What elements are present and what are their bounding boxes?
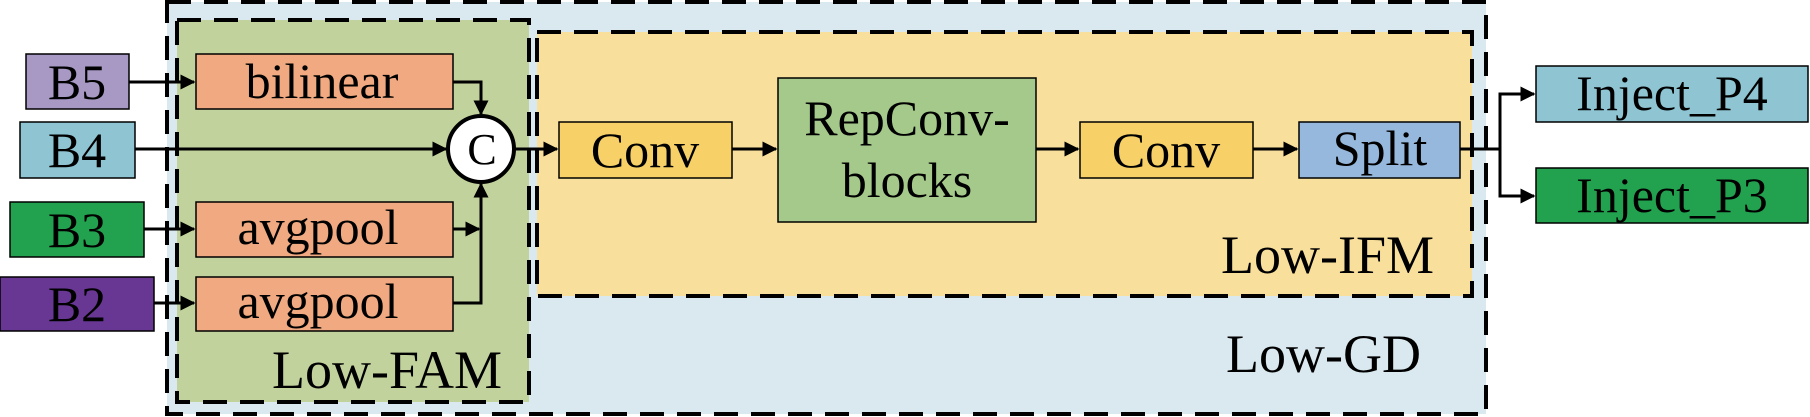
repconv-blocks: RepConv- blocks — [777, 77, 1037, 223]
output-inject-p4: Inject_P4 — [1535, 65, 1809, 123]
avgpool-label-b3: avgpool — [237, 199, 398, 255]
arrow-bilinear-concat — [453, 80, 489, 116]
split-label: Split — [1333, 120, 1428, 176]
repconv-label-line1: RepConv- — [804, 90, 1010, 146]
input-b3: B3 — [9, 201, 145, 258]
input-b5-label: B5 — [48, 54, 106, 110]
arrow-split-inject-p4 — [1498, 86, 1536, 149]
input-b2: B2 — [0, 276, 155, 332]
output-inject-p3: Inject_P3 — [1535, 167, 1809, 224]
low-fam-label: Low-FAM — [272, 340, 502, 400]
low-ifm-label: Low-IFM — [1221, 225, 1434, 285]
avgpool-block-b3: avgpool — [195, 199, 454, 258]
input-b2-label: B2 — [48, 276, 106, 332]
bilinear-block: bilinear — [195, 53, 454, 110]
line-avgpool-b2-concat — [453, 182, 489, 305]
avgpool-block-b2: avgpool — [195, 273, 454, 332]
inject-p4-label: Inject_P4 — [1576, 65, 1768, 121]
inject-p3-label: Inject_P3 — [1576, 167, 1768, 223]
avgpool-label-b2: avgpool — [237, 273, 398, 329]
input-b3-label: B3 — [48, 202, 106, 258]
arrow-split-inject-p3 — [1498, 149, 1536, 204]
repconv-label-line2: blocks — [842, 152, 973, 208]
split-block: Split — [1298, 120, 1461, 179]
bilinear-label: bilinear — [246, 53, 399, 109]
conv-label-2: Conv — [1112, 122, 1220, 178]
concat-label: C — [467, 125, 496, 174]
input-b4-label: B4 — [48, 122, 106, 178]
input-b4: B4 — [19, 121, 136, 179]
input-b5: B5 — [25, 53, 130, 110]
concat-node: C — [446, 114, 516, 184]
conv-block-2: Conv — [1079, 121, 1254, 179]
conv-label-1: Conv — [591, 122, 699, 178]
low-gd-label: Low-GD — [1226, 324, 1421, 384]
conv-block-1: Conv — [558, 121, 733, 179]
